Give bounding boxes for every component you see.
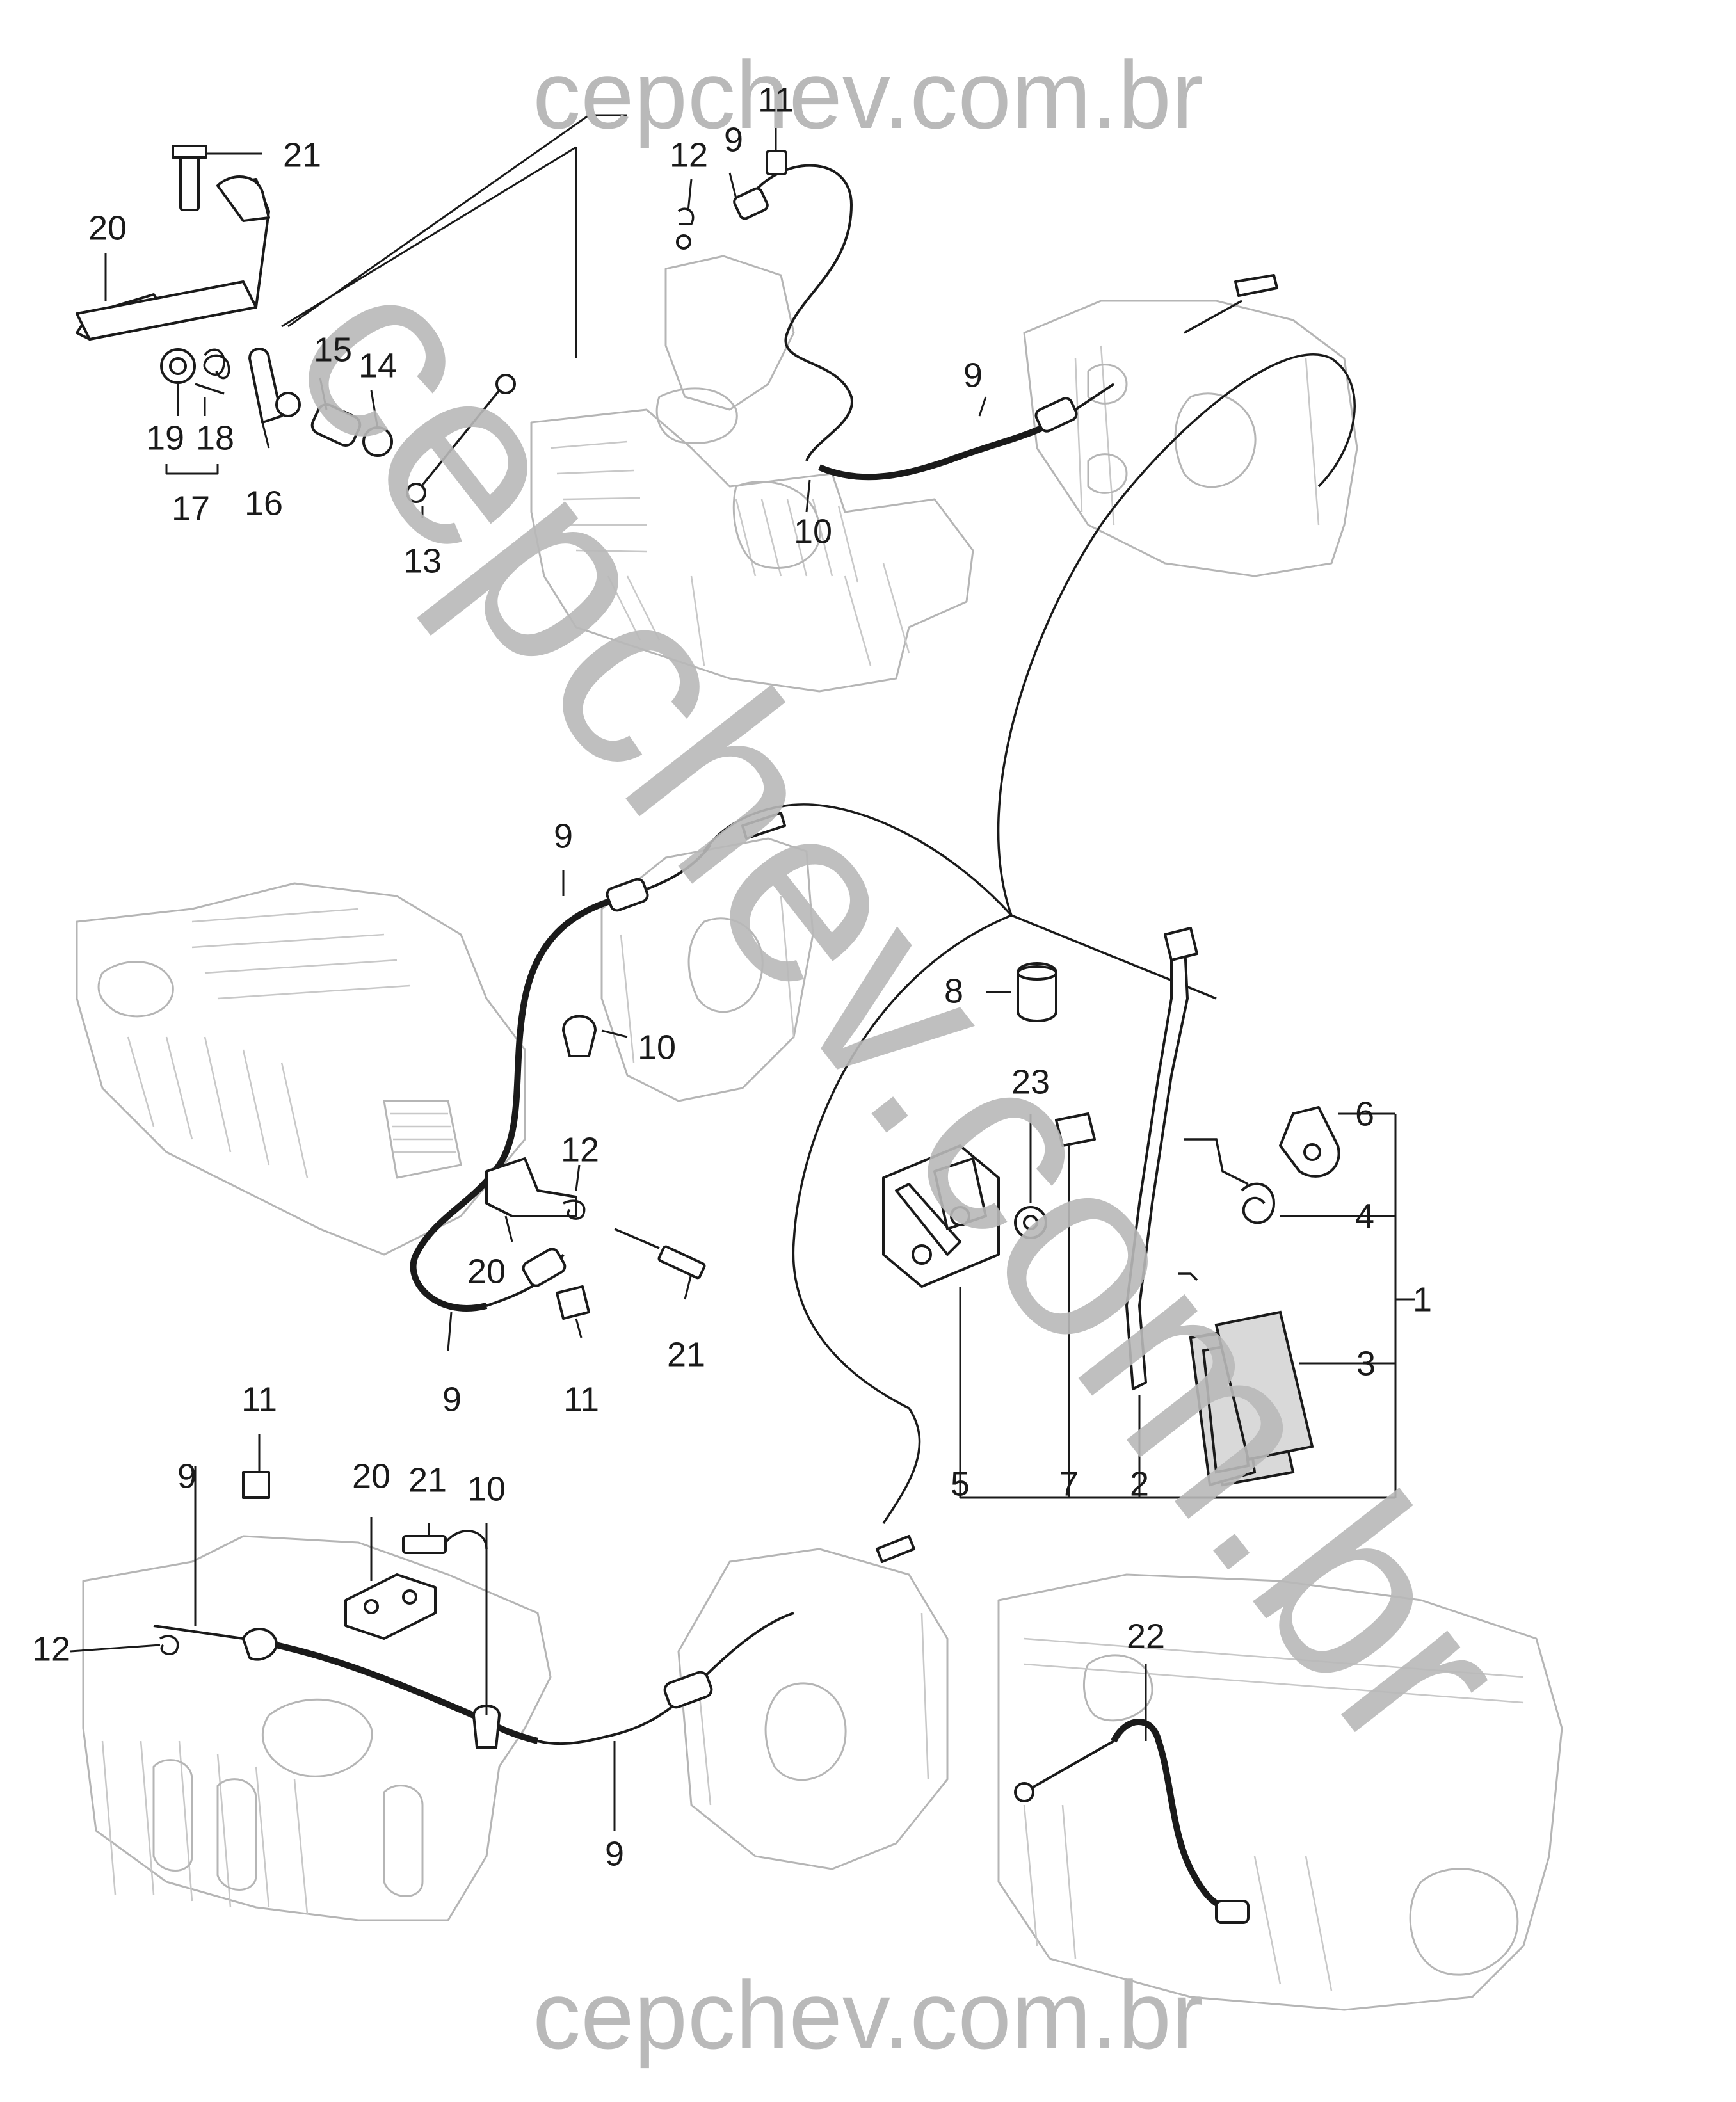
pedal-assembly <box>882 927 1340 1487</box>
cable-middle <box>410 893 629 1312</box>
callout-12-middle: 12 <box>561 1130 599 1169</box>
spring-4 <box>1241 1182 1275 1224</box>
callout-7: 7 <box>1059 1464 1079 1503</box>
transmission-bottom <box>677 1548 949 1870</box>
clip-12-bottom <box>159 1635 179 1655</box>
callout-10-bottom: 10 <box>467 1470 506 1508</box>
callout-12-bottom: 12 <box>32 1630 70 1668</box>
callout-10-top: 10 <box>794 512 832 550</box>
transmission-middle <box>600 837 814 1102</box>
bracket-20-bottom <box>344 1573 437 1640</box>
callout-21-middle: 21 <box>667 1335 705 1374</box>
callout-9-middle-b: 9 <box>442 1380 462 1418</box>
callout-14: 14 <box>358 346 397 385</box>
lever <box>248 348 283 424</box>
callout-22: 22 <box>1127 1617 1165 1655</box>
engine-bottom-left <box>82 1535 552 1921</box>
callout-21-top: 21 <box>283 136 321 174</box>
callout-10-middle: 10 <box>638 1028 676 1066</box>
cable-top <box>748 164 853 461</box>
callout-20-top: 20 <box>88 209 127 247</box>
stop-7 <box>1055 1112 1096 1147</box>
callout-15: 15 <box>314 330 352 369</box>
callout-18: 18 <box>196 419 234 457</box>
callout-9-middle-a: 9 <box>554 817 573 855</box>
callout-9-bottom-a: 9 <box>177 1457 197 1495</box>
callout-labels: 21 20 15 14 19 18 17 16 13 11 12 9 9 10 … <box>32 81 1432 1873</box>
cable-bottom-right <box>1111 1719 1230 1911</box>
engine-middle <box>76 882 526 1256</box>
watermark-bottom: cepchev.com.br <box>533 1961 1203 2069</box>
clip-11-middle <box>556 1285 590 1320</box>
callout-1: 1 <box>1413 1280 1432 1319</box>
callout-2: 2 <box>1130 1464 1149 1503</box>
cable-top-sheath <box>818 413 1065 481</box>
callout-6: 6 <box>1355 1095 1374 1133</box>
watermark-top: cepchev.com.br <box>533 41 1203 148</box>
callout-4: 4 <box>1355 1197 1374 1235</box>
clip-6 <box>1279 1106 1340 1178</box>
bracket-assembly <box>76 145 516 503</box>
engine-bottom-right <box>997 1573 1563 2011</box>
callout-20-middle: 20 <box>467 1252 506 1290</box>
cable-bottom <box>243 1635 539 1744</box>
callout-17: 17 <box>172 489 210 527</box>
callout-9-top-b: 9 <box>963 356 983 394</box>
callout-23: 23 <box>1011 1063 1050 1101</box>
throttle-cables <box>153 164 1278 1924</box>
transmission-top <box>1023 300 1358 577</box>
callout-11-middle: 11 <box>563 1380 599 1418</box>
callout-13: 13 <box>403 542 442 580</box>
spring <box>195 348 230 395</box>
callout-19: 19 <box>146 419 184 457</box>
bolt-21-bottom <box>402 1535 447 1554</box>
watermark-diagonal: cepchev.com.br <box>237 216 1565 1802</box>
callout-21-bottom: 21 <box>408 1461 447 1499</box>
connecting-lines <box>281 114 1356 1524</box>
bushing <box>310 403 362 447</box>
callout-11-top: 11 <box>758 81 794 119</box>
callout-8: 8 <box>944 972 963 1010</box>
engine-top <box>530 255 974 693</box>
leader-lines <box>70 128 1415 1831</box>
callout-9-top-a: 9 <box>724 120 743 159</box>
bottom-clips <box>159 1471 501 1749</box>
callout-12-top: 12 <box>670 136 708 174</box>
clip-10-middle <box>562 1015 597 1057</box>
clip-11-top <box>766 150 787 175</box>
bolt-21-middle <box>657 1245 706 1280</box>
callout-5: 5 <box>951 1464 970 1503</box>
cable-top-end <box>1034 397 1078 433</box>
callout-3: 3 <box>1356 1344 1376 1383</box>
clip-11-bottom <box>242 1471 270 1499</box>
callout-20-bottom: 20 <box>352 1457 390 1495</box>
pedal-arm-2 <box>1125 933 1189 1390</box>
middle-clips <box>485 1015 706 1320</box>
clip-10-bottom <box>472 1705 501 1749</box>
bracket-20-middle <box>485 1157 577 1217</box>
clip-12-top <box>677 207 695 225</box>
callout-16: 16 <box>245 484 283 522</box>
callout-9-bottom-b: 9 <box>605 1834 624 1873</box>
clip-12-middle <box>563 1199 586 1220</box>
callout-11-bottom: 11 <box>241 1380 277 1418</box>
rod <box>415 389 501 494</box>
bolt <box>179 151 200 211</box>
